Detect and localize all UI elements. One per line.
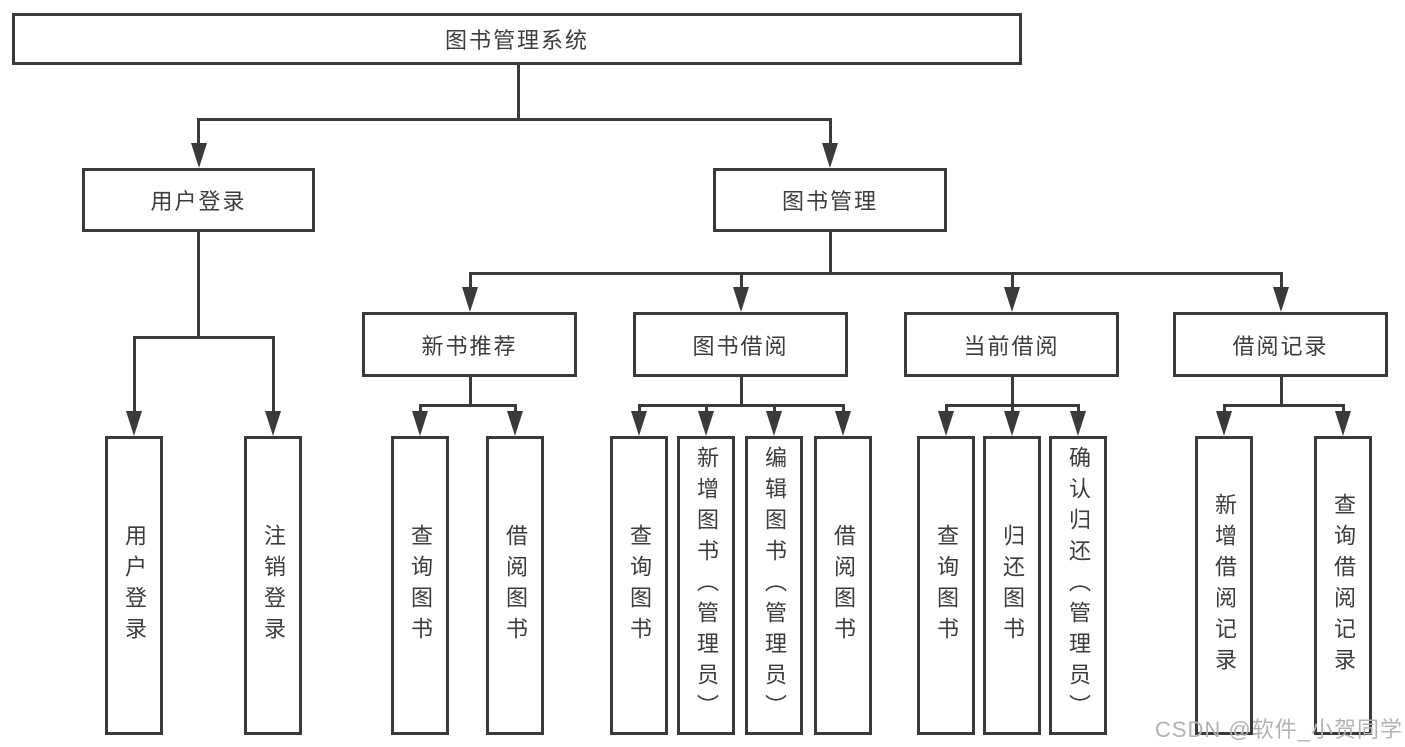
node-root: 图书管理系统 [12, 13, 1022, 65]
node-borrow-record: 借阅记录 [1173, 312, 1388, 377]
arrowhead [733, 287, 749, 312]
leaf-query-books-2-label: 查询图书 [627, 523, 652, 648]
arrowhead [462, 287, 478, 312]
node-book-borrow: 图书借阅 [633, 312, 848, 377]
node-book-management-label: 图书管理 [781, 189, 878, 214]
arrowhead [1335, 411, 1351, 436]
connector-line [469, 272, 472, 292]
connector-line [1280, 272, 1283, 292]
arrowhead [1070, 411, 1086, 436]
connector-line [842, 404, 845, 416]
node-book-management: 图书管理 [713, 168, 947, 232]
connector-line [1223, 404, 1345, 407]
connector-line [1223, 404, 1226, 416]
arrowhead [1004, 411, 1020, 436]
connector-line [829, 118, 832, 146]
connector-line [1011, 272, 1014, 292]
connector-line [419, 404, 422, 416]
leaf-confirm-return-admin: 确认归还（管理员） [1049, 436, 1107, 735]
connector-line [514, 404, 517, 416]
leaf-query-books-3: 查询图书 [917, 436, 975, 735]
arrowhead [631, 411, 647, 436]
leaf-query-books-1-label: 查询图书 [408, 523, 433, 648]
leaf-add-borrow-record: 新增借阅记录 [1195, 436, 1253, 735]
leaf-return-books-label: 归还图书 [1000, 523, 1025, 648]
arrowhead [698, 411, 714, 436]
leaf-add-books-admin-label: 新增图书（管理员） [694, 446, 719, 725]
leaf-edit-books-admin: 编辑图书（管理员） [745, 436, 803, 735]
connector-line [740, 377, 743, 404]
leaf-borrow-books-1-label: 借阅图书 [503, 523, 528, 648]
connector-line [197, 232, 200, 336]
leaf-return-books: 归还图书 [983, 436, 1041, 735]
connector-line [133, 336, 136, 416]
leaf-add-books-admin: 新增图书（管理员） [677, 436, 735, 735]
connector-line [1011, 377, 1014, 404]
leaf-borrow-books-1: 借阅图书 [486, 436, 544, 735]
connector-line [829, 232, 832, 272]
connector-line [1077, 404, 1080, 416]
connector-line [469, 377, 472, 404]
leaf-logout: 注销登录 [244, 436, 302, 735]
arrowhead [1273, 287, 1289, 312]
node-root-label: 图书管理系统 [444, 28, 589, 53]
node-new-book-recommend-label: 新书推荐 [421, 333, 518, 359]
leaf-query-books-1: 查询图书 [391, 436, 449, 735]
connector-line [705, 404, 708, 416]
leaf-query-books-3-label: 查询图书 [934, 523, 959, 648]
csdn-watermark: CSDN @软件_小贺同学 [1154, 717, 1403, 742]
connector-line [1342, 404, 1345, 416]
connector-line [773, 404, 776, 416]
leaf-query-borrow-record-label: 查询借阅记录 [1331, 492, 1356, 679]
arrowhead [835, 411, 851, 436]
connector-line [740, 272, 743, 292]
leaf-add-borrow-record-label: 新增借阅记录 [1212, 492, 1237, 679]
node-user-login: 用户登录 [82, 168, 315, 232]
arrowhead [507, 411, 523, 436]
node-current-borrow: 当前借阅 [904, 312, 1119, 377]
connector-line [469, 272, 1283, 275]
leaf-confirm-return-admin-label: 确认归还（管理员） [1066, 446, 1091, 725]
leaf-user-login-label: 用户登录 [122, 523, 147, 648]
arrowhead [766, 411, 782, 436]
connector-line [1280, 377, 1283, 404]
leaf-borrow-books-2: 借阅图书 [814, 436, 872, 735]
connector-line [517, 65, 520, 118]
leaf-borrow-books-2-label: 借阅图书 [831, 523, 856, 648]
arrowhead [938, 411, 954, 436]
connector-line [1011, 404, 1014, 416]
node-current-borrow-label: 当前借阅 [963, 333, 1060, 359]
arrowhead [412, 411, 428, 436]
connector-line [133, 336, 275, 339]
leaf-logout-label: 注销登录 [261, 523, 286, 648]
leaf-query-books-2: 查询图书 [610, 436, 668, 735]
arrowhead [265, 411, 281, 436]
connector-line [945, 404, 948, 416]
connector-line [419, 404, 517, 407]
leaf-edit-books-admin-label: 编辑图书（管理员） [762, 446, 787, 725]
connector-line [197, 118, 832, 121]
arrowhead [1004, 287, 1020, 312]
node-user-login-label: 用户登录 [150, 189, 247, 214]
arrowhead [191, 143, 207, 168]
arrowhead [126, 411, 142, 436]
leaf-user-login: 用户登录 [105, 436, 163, 735]
connector-line [272, 336, 275, 416]
node-new-book-recommend: 新书推荐 [362, 312, 577, 377]
arrowhead [822, 143, 838, 168]
node-book-borrow-label: 图书借阅 [692, 333, 789, 359]
arrowhead [1216, 411, 1232, 436]
node-borrow-record-label: 借阅记录 [1232, 333, 1329, 359]
connector-line [638, 404, 845, 407]
connector-line [197, 118, 200, 146]
connector-line [638, 404, 641, 416]
leaf-query-borrow-record: 查询借阅记录 [1314, 436, 1372, 735]
